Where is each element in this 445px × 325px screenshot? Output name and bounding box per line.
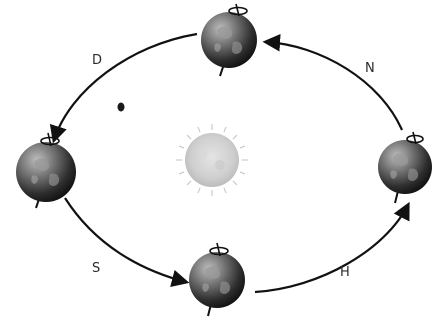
earth-left [16, 133, 76, 208]
label-top-right: N [365, 61, 375, 76]
sun [176, 124, 248, 196]
orbit-arrow-top-right [266, 42, 402, 130]
earth-bottom [189, 243, 245, 316]
orbit-arrow-bottom-right [255, 205, 408, 292]
orbit-arrow-top-left [54, 34, 197, 140]
label-bottom-left: S [92, 261, 100, 276]
earth-top [201, 4, 257, 76]
orbit-arrow-bottom-left [65, 198, 186, 282]
earth-right [378, 132, 432, 203]
rotation-arrow-icon [229, 4, 247, 16]
label-bottom-right: H [340, 265, 350, 280]
label-top-left: D [92, 53, 102, 68]
sun-disc [185, 133, 239, 187]
rotation-arrow-icon [407, 132, 423, 144]
rotation-arrow-icon [210, 243, 228, 256]
small-dot [118, 103, 125, 112]
